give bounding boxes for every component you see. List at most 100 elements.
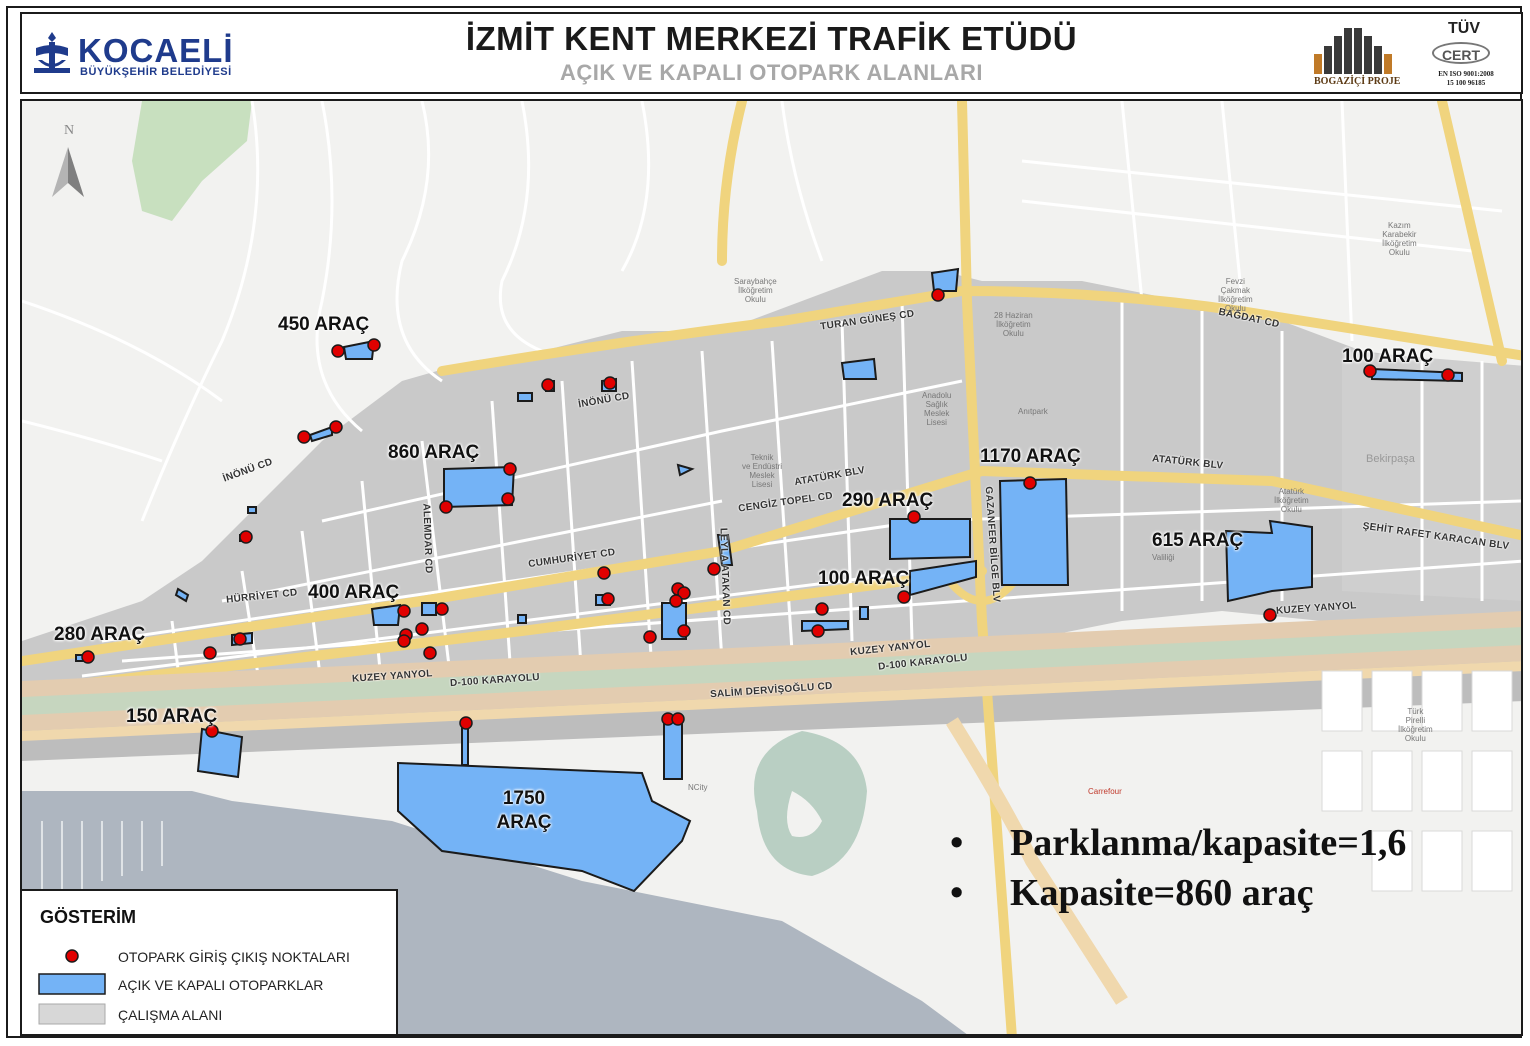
entry-point	[1441, 368, 1455, 382]
poi-anitpark: Anıtpark	[1018, 407, 1048, 416]
se-blocks	[1321, 670, 1513, 892]
hill-streets	[22, 101, 1503, 522]
note-bullet-2: •	[950, 872, 964, 914]
tuv-text: TÜV	[1448, 20, 1480, 37]
entry-point	[541, 378, 555, 392]
poi-teknik: Teknik ve Endüstri Meslek Lisesi	[742, 453, 783, 489]
parking-hastane	[840, 357, 878, 380]
main-roads	[22, 101, 1521, 1034]
legend-item-study: ÇALIŞMA ALANI	[38, 1003, 388, 1027]
kocaeli-brand: KOCAELİ	[78, 32, 234, 69]
poi-carrefour: Carrefour	[1088, 787, 1122, 796]
legend: GÖSTERİM OTOPARK GİRİŞ ÇIKIŞ NOKTALARI A…	[22, 889, 398, 1034]
entry-point	[503, 462, 517, 476]
tuv-cert-logo: TÜV CERT EN ISO 9001:2008 15 100 96185	[1414, 20, 1514, 92]
poi-28-haziran: 28 Haziran İlköğretim Okulu	[994, 311, 1033, 338]
iso-text: EN ISO 9001:2008 15 100 96185	[1426, 70, 1506, 88]
d100-median	[22, 627, 1521, 715]
entry-point	[815, 602, 829, 616]
entry-point	[669, 594, 683, 608]
entry-point	[677, 586, 691, 600]
poi-anadolu: Anadolu Sağlık Meslek Lisesi	[922, 391, 952, 427]
entry-point	[367, 338, 381, 352]
north-arrow-icon	[52, 147, 84, 197]
entry-point	[415, 622, 429, 636]
entry-point	[205, 724, 219, 738]
bogazici-name: BOGAZİÇİ PROJE	[1314, 76, 1401, 87]
pond-island	[787, 791, 822, 837]
notes: • Parklanma/kapasite=1,6 • Kapasite=860 ar…	[950, 818, 1490, 918]
parking-label-400: 400 ARAÇ	[308, 582, 400, 603]
south-arterial	[946, 717, 1128, 1005]
note-text-1: Parklanma/kapasite=1,6	[1010, 822, 1407, 864]
entry-point	[601, 592, 615, 606]
poi-ataturk-okul: Atatürk İlköğretim Okulu	[1274, 487, 1309, 514]
poi-valilik: Valiliği	[1152, 553, 1175, 562]
entry-point	[677, 624, 691, 638]
map-subtitle: AÇIK VE KAPALI OTOPARK ALANLARI	[560, 60, 983, 85]
poi-ncity: NCity	[688, 783, 708, 792]
legend-title: GÖSTERİM	[40, 907, 137, 927]
entry-point	[297, 430, 311, 444]
entry-point	[439, 500, 453, 514]
kocaeli-logo: KOCAELİ BÜYÜKŞEHİR BELEDİYESİ	[32, 30, 242, 80]
entry-point	[907, 510, 921, 524]
parking-label-1750-num: 1750	[502, 788, 546, 809]
legend-blue-box-icon	[38, 973, 106, 995]
entry-point	[603, 376, 617, 390]
entry-point	[331, 344, 345, 358]
legend-label-parking: AÇIK VE KAPALI OTOPARKLAR	[118, 977, 324, 993]
entry-points	[81, 288, 1455, 738]
pond-area	[754, 731, 867, 876]
parking-150	[196, 727, 244, 779]
parking-label-1750-unit: ARAÇ	[496, 812, 552, 833]
bekirpasa-area	[1342, 351, 1521, 601]
poi-bekirpasa: Bekirpaşa	[1366, 453, 1415, 465]
poi-pirelli: Türk Pirelli İlköğretim Okulu	[1398, 707, 1433, 743]
poi-saraybahce: Saraybahçe İlköğretim Okulu	[734, 277, 777, 304]
cert-text: CERT	[1432, 42, 1490, 64]
coast-road	[22, 661, 1521, 741]
legend-label-entry: OTOPARK GİRİŞ ÇIKIŞ NOKTALARI	[118, 949, 350, 965]
iso-standard: EN ISO 9001:2008	[1438, 70, 1494, 78]
note-2: • Kapasite=860 araç	[950, 868, 1490, 918]
entry-point	[397, 604, 411, 618]
legend-label-study: ÇALIŞMA ALANI	[118, 1007, 223, 1023]
parking-400a	[370, 603, 402, 626]
entry-point	[1023, 476, 1037, 490]
entry-point	[239, 530, 253, 544]
parking-1750	[397, 761, 692, 893]
map-canvas[interactable]: N 450 ARAÇ 860 ARAÇ 100 ARAÇ 1170 ARAÇ 2…	[20, 99, 1523, 1036]
parking-label-150: 150 ARAÇ	[126, 706, 218, 727]
parking-label-100n: 100 ARAÇ	[1342, 346, 1434, 367]
map-header: KOCAELİ BÜYÜKŞEHİR BELEDİYESİ İZMİT KENT…	[20, 12, 1523, 94]
bogazici-building-icon	[1314, 28, 1392, 74]
entry-point	[671, 712, 685, 726]
map-base-svg	[22, 101, 1521, 1034]
park-area	[132, 101, 252, 221]
parking-ne	[930, 267, 960, 292]
entry-point	[707, 562, 721, 576]
bogazici-logo: BOGAZİÇİ PROJE	[1310, 24, 1410, 90]
iso-number: 15 100 96185	[1446, 79, 1486, 87]
entry-point	[1363, 364, 1377, 378]
entry-point	[1263, 608, 1277, 622]
entry-point	[897, 590, 911, 604]
legend-grey-box-icon	[38, 1003, 106, 1025]
kocaeli-emblem-icon	[34, 32, 70, 73]
legend-item-entry: OTOPARK GİRİŞ ÇIKIŞ NOKTALARI	[38, 945, 388, 969]
parking-connectors	[461, 718, 683, 780]
poi-fevzi: Fevzi Çakmak İlköğretim Okulu	[1218, 277, 1253, 313]
entry-point	[435, 602, 449, 616]
entry-point	[203, 646, 217, 660]
entry-point	[643, 630, 657, 644]
note-text-2: Kapasite=860 araç	[1010, 872, 1314, 914]
entry-point	[329, 420, 343, 434]
parking-label-615: 615 ARAÇ	[1152, 530, 1244, 551]
study-area	[22, 271, 1521, 691]
entry-point	[81, 650, 95, 664]
parking-label-100s: 100 ARAÇ	[818, 568, 910, 589]
entry-point	[459, 716, 473, 730]
legend-red-dot-icon	[65, 949, 79, 963]
parking-label-860: 860 ARAÇ	[388, 442, 480, 463]
